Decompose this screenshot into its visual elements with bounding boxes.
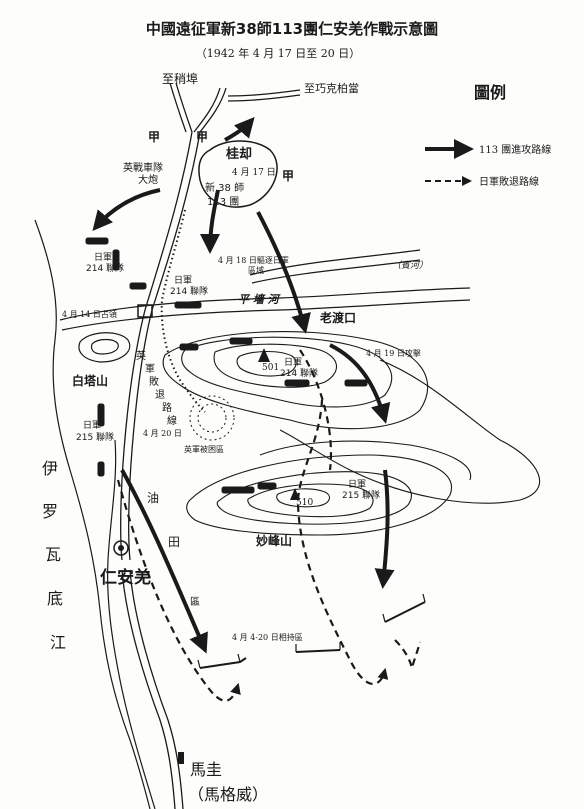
road-to-qiaoke: 至巧克柏當 xyxy=(304,81,359,95)
guiyao-village xyxy=(198,140,278,208)
british-besieged-area xyxy=(189,395,235,441)
label-japan-215-b2: 215 聯隊 xyxy=(342,489,380,501)
label-japan-214-c: 日軍 xyxy=(284,357,302,368)
hill-501-peak-icon xyxy=(258,348,270,362)
stalemate-line xyxy=(197,593,426,669)
label-british-retreat-2: 軍 xyxy=(145,363,155,375)
label-river-binhe: （賓河） xyxy=(392,260,428,271)
label-british-artillery: 大炮 xyxy=(138,173,158,186)
legend-title: 圖例 xyxy=(474,83,506,102)
label-irrawaddy-3: 瓦 xyxy=(45,545,61,564)
retreat-routes xyxy=(116,349,422,702)
map-title: 中國遠征軍新38師113團仁安羌作戰示意圖 xyxy=(146,20,438,38)
label-irrawaddy-4: 底 xyxy=(47,589,63,608)
label-renanqiang: 仁安羌 xyxy=(100,567,151,588)
renanqiang-marker xyxy=(113,540,129,556)
legend-dashed-label: 日軍敗退路線 xyxy=(479,175,539,188)
magui-marker xyxy=(178,752,184,764)
label-japan-214-c2: 214 聯隊 xyxy=(280,367,318,379)
label-date-0417: 4 月 17 日 xyxy=(232,167,276,178)
bridge-marker xyxy=(137,304,153,318)
label-magui: 馬圭 xyxy=(190,760,222,779)
label-oilfield-2: 田 xyxy=(168,535,180,549)
label-japan-214-b: 日軍 xyxy=(174,275,192,286)
label-japan-215-b: 日軍 xyxy=(348,479,366,490)
label-laodukou: 老渡口 xyxy=(320,310,356,325)
attack-routes xyxy=(92,116,395,654)
label-maguwei: （馬格威） xyxy=(188,785,268,804)
japanese-unit-markers xyxy=(85,237,368,494)
label-oilfield-1: 油 xyxy=(147,491,159,505)
main-road xyxy=(120,131,201,809)
label-japan-215-a: 日軍 xyxy=(83,420,101,431)
label-river-pinqiang: 平 墻 河 xyxy=(238,293,282,306)
label-date-0418b: 區域 xyxy=(248,265,264,275)
label-date-0419: 4 月 19 日攻擊 xyxy=(366,348,421,358)
label-hill-510: 510 xyxy=(296,498,313,508)
label-british-retreat-4: 退 xyxy=(155,389,165,401)
label-new38-div: 新 38 師 xyxy=(205,181,244,194)
label-british-retreat-3: 敗 xyxy=(149,375,159,388)
label-british-tank-unit: 英戰車隊 xyxy=(123,161,163,174)
label-british-retreat-1: 英 xyxy=(136,349,146,362)
label-date-0418: 4 月 18 日驅逐日軍 xyxy=(218,256,289,265)
legend-solid-label: 113 團進攻路線 xyxy=(479,143,551,156)
label-british-retreat-6: 線 xyxy=(167,414,177,427)
label-oilfield-3: 區 xyxy=(190,596,200,608)
label-regiment-113: 113 團 xyxy=(207,196,239,208)
label-date-0404: 4 月 4-20 日相持區 xyxy=(232,632,303,642)
label-japan-214-a2: 214 聯隊 xyxy=(86,262,124,274)
label-british-besieged: 英軍被困區 xyxy=(184,444,224,454)
label-hill-501: 501 xyxy=(262,363,279,373)
label-zhong-2: 甲 xyxy=(196,130,208,144)
label-date-0420: 4 月 20 日 xyxy=(143,429,182,438)
hill-510-contours xyxy=(186,440,472,536)
label-miaofengshan: 妙峰山 xyxy=(256,533,292,548)
label-japan-215-a2: 215 聯隊 xyxy=(76,431,114,443)
label-date-0414: 4 月 14 日占領 xyxy=(62,309,117,319)
pinqiang-river xyxy=(59,249,471,331)
label-guiyao: 桂却 xyxy=(225,146,252,162)
map-subtitle: （1942 年 4 月 17 日至 20 日） xyxy=(196,46,360,60)
label-zhong-3: 甲 xyxy=(282,169,294,183)
label-baitashan: 白塔山 xyxy=(72,373,108,388)
label-irrawaddy-5: 江 xyxy=(50,633,66,652)
roads-north xyxy=(169,82,301,133)
label-irrawaddy-2: 罗 xyxy=(42,502,58,521)
label-zhong-1: 甲 xyxy=(148,130,160,144)
label-british-retreat-5: 路 xyxy=(162,401,172,414)
irrawaddy-bank xyxy=(34,219,156,809)
outer-ridge xyxy=(279,359,541,504)
british-retreat-trail xyxy=(160,209,206,413)
road-to-shaobu: 至稍埠 xyxy=(162,72,198,86)
label-irrawaddy-1: 伊 xyxy=(42,459,58,478)
label-japan-214-b2: 214 聯隊 xyxy=(170,285,208,297)
baitashan-hill xyxy=(78,332,131,363)
label-japan-214-a: 日軍 xyxy=(94,252,112,263)
legend: 圖例 113 團進攻路線 日軍敗退路線 xyxy=(425,83,551,188)
